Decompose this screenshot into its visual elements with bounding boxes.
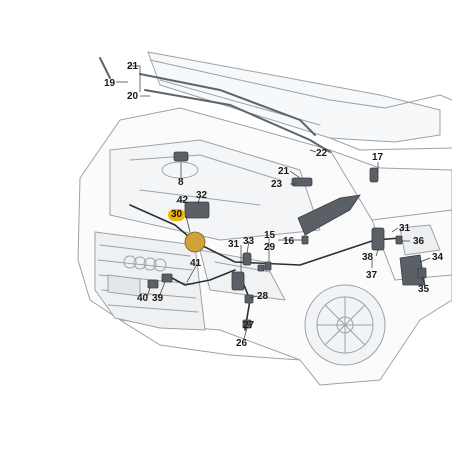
callout-21-hood-seal[interactable]: 21	[127, 61, 139, 72]
callout-36[interactable]: 36	[413, 236, 425, 247]
callout-26[interactable]: 26	[236, 338, 248, 349]
callout-23[interactable]: 23	[271, 179, 283, 190]
callout-8[interactable]: 8	[178, 177, 184, 188]
callout-31-cable[interactable]: 31	[228, 239, 240, 250]
callout-17[interactable]: 17	[372, 152, 384, 163]
callout-35[interactable]: 35	[418, 284, 430, 295]
callout-27[interactable]: 27	[243, 320, 255, 331]
callout-37[interactable]: 37	[366, 270, 378, 281]
callout-28[interactable]: 28	[257, 291, 269, 302]
callout-38[interactable]: 38	[362, 252, 374, 263]
callout-31-door[interactable]: 31	[399, 223, 411, 234]
callout-29[interactable]: 29	[264, 242, 276, 253]
callout-41[interactable]: 41	[190, 258, 202, 269]
callout-40[interactable]: 40	[137, 293, 149, 304]
callout-15[interactable]: 15	[264, 230, 276, 241]
callout-33[interactable]: 33	[243, 236, 255, 247]
callout-34[interactable]: 34	[432, 252, 444, 263]
callout-42[interactable]: 42	[177, 195, 189, 206]
callout-19[interactable]: 19	[104, 78, 116, 89]
callout-16[interactable]: 16	[283, 236, 295, 247]
callout-21-hinge[interactable]: 21	[278, 166, 290, 177]
callout-30-highlighted[interactable]: 30	[168, 209, 186, 221]
callout-20[interactable]: 20	[127, 91, 139, 102]
callout-32[interactable]: 32	[196, 190, 208, 201]
callout-39[interactable]: 39	[152, 293, 164, 304]
callout-22[interactable]: 22	[316, 148, 328, 159]
